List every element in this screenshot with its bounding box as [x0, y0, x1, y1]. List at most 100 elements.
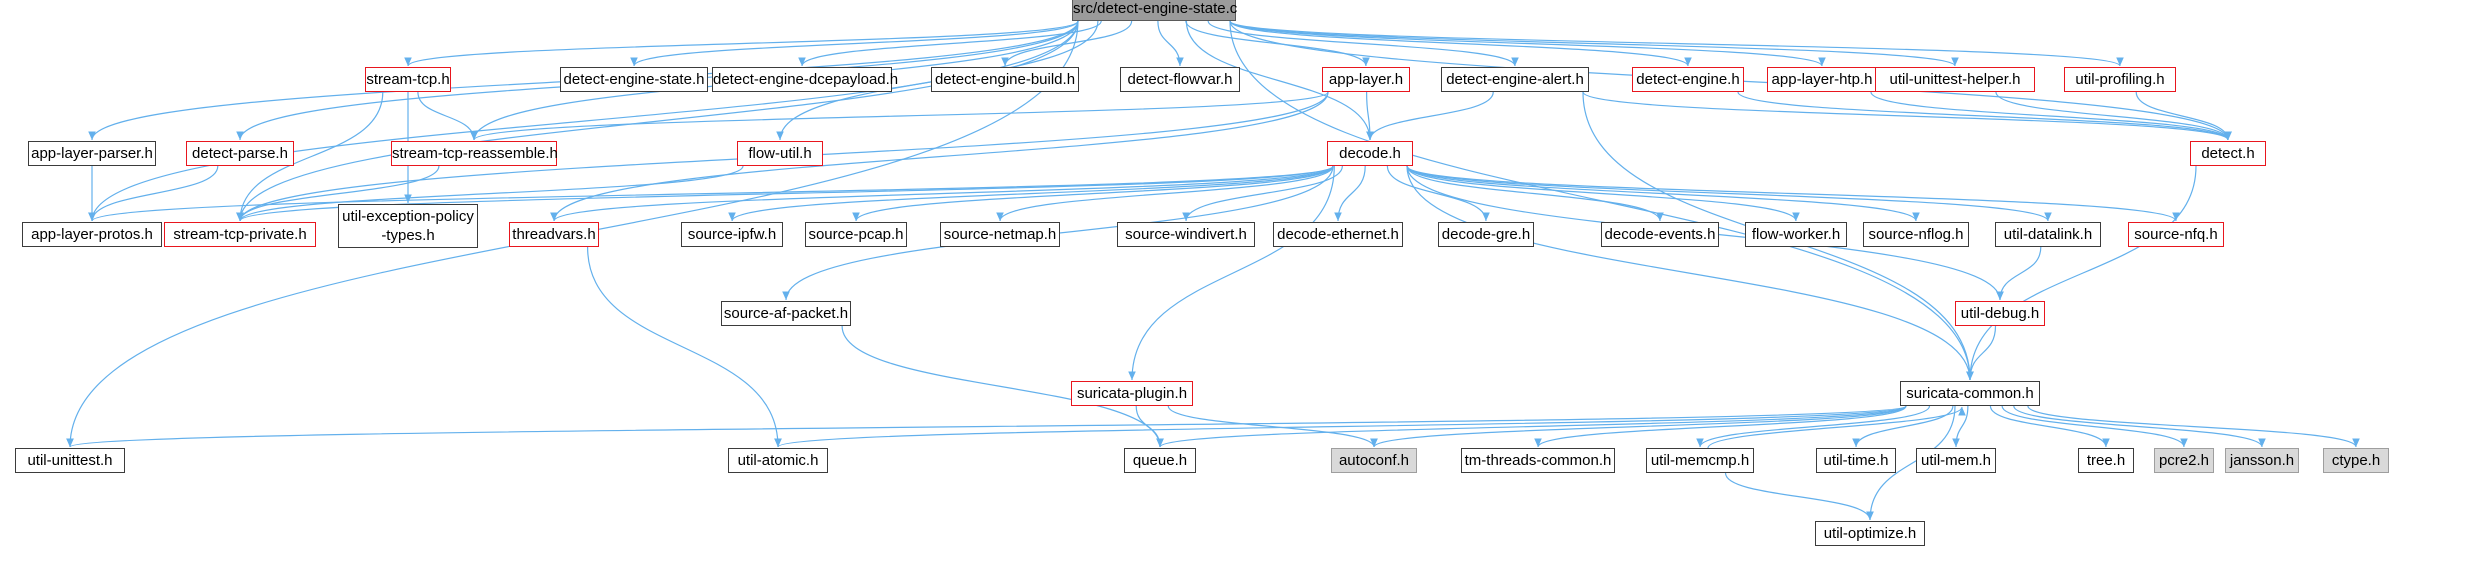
node-decode[interactable]: decode.h: [1327, 141, 1413, 166]
node-unittest-helper[interactable]: util-unittest-helper.h: [1875, 67, 2035, 92]
edge-root-to-stream-tcp: [404, 20, 1079, 67]
node-suricata-common[interactable]: suricata-common.h: [1900, 381, 2040, 406]
edge-root-to-de-alert: [1207, 20, 1519, 67]
edge-suricata-common-to-util-memcmp: [1696, 405, 1931, 448]
node-util-atomic[interactable]: util-atomic.h: [728, 448, 828, 473]
edge-suricata-common-to-tree: [1989, 405, 2110, 448]
edge-threadvars-to-util-atomic: [587, 246, 782, 448]
edge-util-datalink-to-util-debug: [1996, 246, 2042, 301]
node-source-nflog[interactable]: source-nflog.h: [1863, 222, 1969, 247]
node-util-optimize[interactable]: util-optimize.h: [1815, 521, 1925, 546]
node-pcre2[interactable]: pcre2.h: [2154, 448, 2214, 473]
edge-app-layer-to-decode: [1366, 91, 1374, 141]
edge-suricata-common-to-util-atomic: [774, 405, 1907, 448]
node-decode-events[interactable]: decode-events.h: [1601, 222, 1719, 247]
node-detect-flowvar[interactable]: detect-flowvar.h: [1120, 67, 1240, 92]
edge-decode-to-threadvars: [550, 165, 1334, 222]
node-detect-h[interactable]: detect.h: [2190, 141, 2266, 166]
edge-decode-to-flow-worker: [1406, 165, 1800, 222]
edge-suricata-common-to-util-unittest: [66, 405, 1907, 448]
node-stcp-reassemble[interactable]: stream-tcp-reassemble.h: [391, 141, 558, 166]
node-decode-ethernet[interactable]: decode-ethernet.h: [1273, 222, 1403, 247]
edge-root-to-stcp-private: [236, 20, 1079, 222]
node-source-windivert[interactable]: source-windivert.h: [1117, 222, 1255, 247]
node-util-datalink[interactable]: util-datalink.h: [1995, 222, 2101, 247]
node-app-layer-protos[interactable]: app-layer-protos.h: [22, 222, 162, 247]
node-util-time[interactable]: util-time.h: [1816, 448, 1896, 473]
edge-root-to-app-layer-protos: [88, 20, 1079, 222]
node-ctype[interactable]: ctype.h: [2323, 448, 2389, 473]
node-threadvars[interactable]: threadvars.h: [509, 222, 599, 247]
edge-suricata-common-to-queue: [1156, 405, 1907, 448]
node-source-af-packet[interactable]: source-af-packet.h: [721, 301, 851, 326]
node-jansson[interactable]: jansson.h: [2225, 448, 2299, 473]
edge-unittest-helper-to-detect-h: [1995, 91, 2232, 141]
edge-decode-to-source-nfq: [1406, 165, 2180, 222]
node-util-exc[interactable]: util-exception-policy -types.h: [338, 204, 478, 248]
edge-root-to-detect-flowvar: [1157, 20, 1184, 67]
node-de-state[interactable]: detect-engine-state.h: [560, 67, 708, 92]
edge-suricata-common-to-pcre2: [2001, 405, 2188, 448]
edge-decode-to-source-nflog: [1406, 165, 1920, 222]
edge-root-to-util-profiling: [1229, 20, 2124, 67]
edge-suricata-common-to-util-optimize: [1866, 405, 1956, 521]
edge-util-memcmp-to-suricata-common: [1707, 406, 1966, 449]
edge-suricata-common-to-jansson: [2013, 405, 2266, 448]
node-de-dcepayload[interactable]: detect-engine-dcepayload.h: [712, 67, 898, 92]
node-queue[interactable]: queue.h: [1124, 448, 1196, 473]
node-de-alert[interactable]: detect-engine-alert.h: [1441, 67, 1589, 92]
node-detect-engine[interactable]: detect-engine.h: [1632, 67, 1744, 92]
edge-flow-util-to-stcp-private: [236, 165, 744, 222]
node-util-debug[interactable]: util-debug.h: [1955, 301, 2045, 326]
edge-suricata-common-to-util-time: [1852, 405, 1954, 448]
edge-detect-h-to-suricata-common: [1966, 165, 2197, 381]
node-app-layer-parser[interactable]: app-layer-parser.h: [28, 141, 156, 166]
node-stcp-private[interactable]: stream-tcp-private.h: [164, 222, 316, 247]
edge-suricata-plugin-to-queue: [1135, 405, 1164, 448]
edge-util-memcmp-to-util-optimize: [1724, 472, 1874, 521]
edge-detect-engine-to-detect-h: [1737, 91, 2232, 141]
edge-app-layer-to-threadvars: [550, 91, 1329, 222]
node-autoconf[interactable]: autoconf.h: [1331, 448, 1417, 473]
edge-decode-to-source-windivert: [1182, 165, 1343, 222]
node-stream-tcp[interactable]: stream-tcp.h: [365, 67, 451, 92]
node-app-layer-htp[interactable]: app-layer-htp.h: [1767, 67, 1877, 92]
edge-root-to-unittest-helper: [1229, 20, 1959, 67]
edge-decode-to-decode-ethernet: [1334, 165, 1366, 222]
node-util-profiling[interactable]: util-profiling.h: [2064, 67, 2176, 92]
node-source-pcap[interactable]: source-pcap.h: [805, 222, 907, 247]
edge-decode-to-util-datalink: [1406, 165, 2052, 222]
node-util-unittest[interactable]: util-unittest.h: [15, 448, 125, 473]
edge-root-to-detect-engine: [1229, 20, 1692, 67]
node-util-memcmp[interactable]: util-memcmp.h: [1646, 448, 1754, 473]
edge-root-to-de-state: [630, 20, 1079, 67]
edge-de-alert-to-decode: [1366, 91, 1494, 141]
edge-suricata-common-to-ctype: [2027, 405, 2360, 448]
node-decode-gre[interactable]: decode-gre.h: [1438, 222, 1534, 247]
edge-stream-tcp-to-stcp-private: [236, 91, 384, 222]
node-app-layer[interactable]: app-layer.h: [1322, 67, 1410, 92]
node-source-netmap[interactable]: source-netmap.h: [940, 222, 1060, 247]
edge-decode-to-source-pcap: [852, 165, 1334, 222]
node-de-build[interactable]: detect-engine-build.h: [931, 67, 1079, 92]
edge-stcp-reassemble-to-stcp-private: [236, 165, 440, 222]
edge-decode-to-source-ipfw: [728, 165, 1334, 222]
edge-decode-to-decode-gre: [1386, 165, 1490, 222]
edge-suricata-common-to-tm-threads: [1534, 405, 1907, 448]
node-source-ipfw[interactable]: source-ipfw.h: [681, 222, 783, 247]
node-util-mem[interactable]: util-mem.h: [1916, 448, 1996, 473]
node-tree[interactable]: tree.h: [2078, 448, 2134, 473]
edge-root-to-app-layer: [1185, 20, 1370, 67]
edge-detect-parse-to-app-layer-protos: [88, 165, 219, 222]
edge-root-to-decode: [1185, 20, 1374, 141]
node-flow-util[interactable]: flow-util.h: [737, 141, 823, 166]
edge-util-profiling-to-detect-h: [2135, 91, 2232, 141]
node-suricata-plugin[interactable]: suricata-plugin.h: [1071, 381, 1193, 406]
node-root[interactable]: src/detect-engine-state.c: [1072, 0, 1237, 21]
node-detect-parse[interactable]: detect-parse.h: [186, 141, 294, 166]
node-flow-worker[interactable]: flow-worker.h: [1745, 222, 1847, 247]
node-source-nfq[interactable]: source-nfq.h: [2128, 222, 2224, 247]
edge-app-layer-to-stcp-reassemble: [470, 91, 1329, 141]
edge-decode-to-suricata-plugin: [1128, 165, 1335, 381]
node-tm-threads[interactable]: tm-threads-common.h: [1461, 448, 1615, 473]
